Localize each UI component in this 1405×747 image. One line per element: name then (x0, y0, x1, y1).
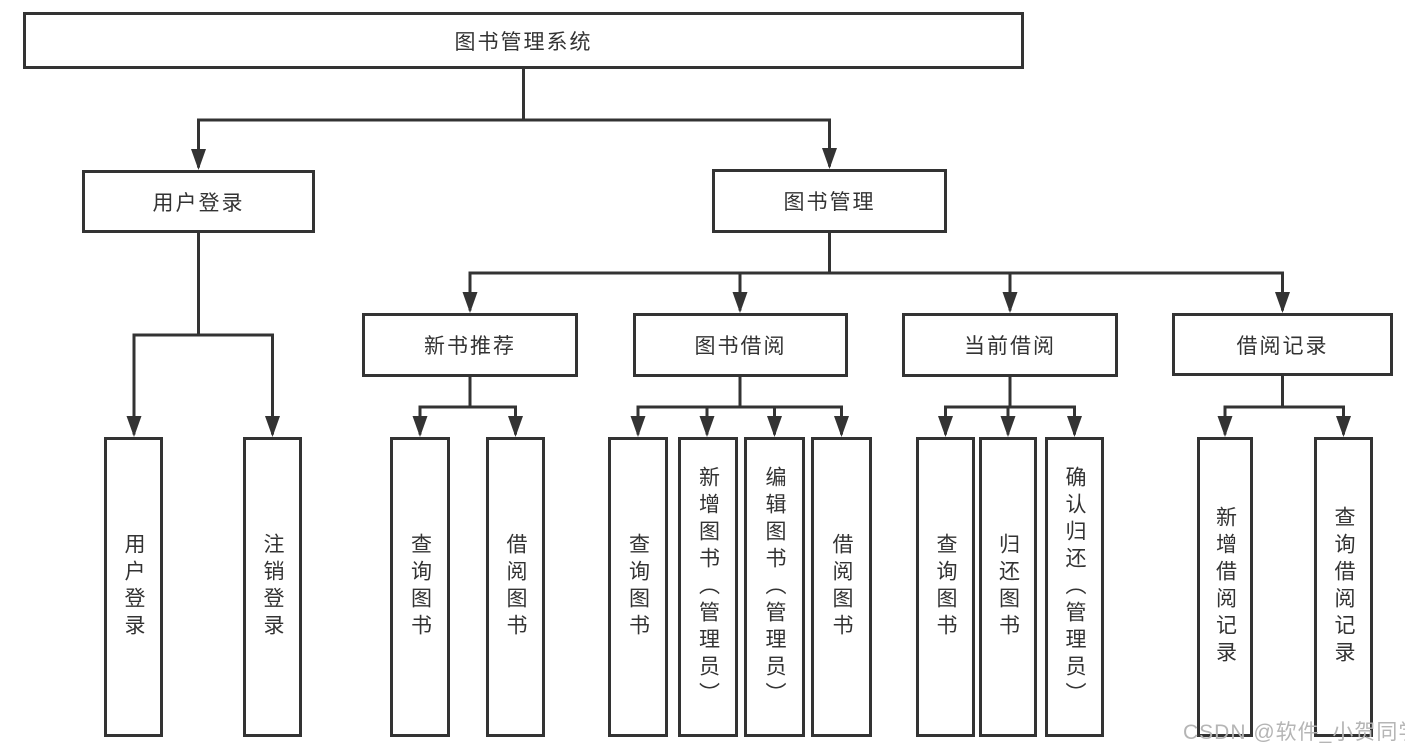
arrow-down-icon (508, 416, 523, 437)
node-search-borrow-record-label: 查询借阅记录 (1332, 506, 1355, 668)
arrow-down-icon (822, 148, 837, 169)
arrow-down-icon (1000, 416, 1016, 437)
connector-new-book-children (418, 375, 517, 435)
node-add-book-admin-label: 新增图书（管理员） (696, 465, 720, 709)
arrow-down-icon (265, 416, 280, 437)
node-user-login: 用户登录 (82, 170, 315, 233)
node-edit-book-admin: 编辑图书（管理员） (744, 437, 805, 737)
node-book-management-label: 图书管理 (783, 191, 876, 214)
node-borrow-books-2-label: 借阅图书 (830, 533, 853, 641)
arrow-down-icon (1275, 292, 1290, 313)
node-new-book-recommend-label: 新书推荐 (424, 335, 516, 358)
node-borrow-books-2: 借阅图书 (811, 437, 872, 737)
node-user-login-label: 用户登录 (152, 191, 245, 215)
node-borrow-books-1-label: 借阅图书 (504, 533, 527, 641)
node-add-book-admin: 新增图书（管理员） (678, 437, 738, 737)
node-library-system-label: 图书管理系统 (454, 30, 593, 54)
node-logout-label: 注销登录 (261, 533, 284, 641)
node-borrow-records-label: 借阅记录 (1236, 334, 1329, 358)
connector-user-login-children (132, 231, 274, 435)
node-library-system: 图书管理系统 (23, 12, 1024, 69)
arrow-down-icon (1217, 416, 1233, 437)
node-search-books-2: 查询图书 (608, 437, 668, 737)
arrow-down-icon (412, 416, 428, 437)
arrow-down-icon (1336, 416, 1351, 437)
node-search-books-2-label: 查询图书 (626, 533, 650, 641)
connector-root-to-level2 (197, 67, 831, 168)
arrow-down-icon (699, 416, 715, 437)
node-logout: 注销登录 (243, 437, 302, 737)
node-new-book-recommend: 新书推荐 (362, 313, 578, 377)
arrow-down-icon (126, 416, 142, 437)
node-search-borrow-record: 查询借阅记录 (1314, 437, 1373, 737)
connector-borrow-record-children (1223, 375, 1345, 435)
node-return-books-label: 归还图书 (996, 533, 1020, 641)
node-book-management: 图书管理 (712, 169, 947, 233)
node-search-books-3-label: 查询图书 (934, 533, 957, 641)
node-book-borrowing-label: 图书借阅 (694, 335, 787, 358)
node-add-borrow-record-label: 新增借阅记录 (1213, 506, 1237, 668)
node-borrow-books-1: 借阅图书 (486, 437, 545, 737)
arrow-down-icon (1067, 416, 1082, 437)
node-add-borrow-record: 新增借阅记录 (1197, 437, 1253, 737)
node-search-books-1: 查询图书 (390, 437, 450, 737)
csdn-watermark: CSDN @软件_小贺同学 (1183, 721, 1405, 744)
node-confirm-return-admin-label: 确认归还（管理员） (1063, 465, 1086, 709)
arrow-down-icon (732, 292, 748, 313)
node-return-books: 归还图书 (979, 437, 1037, 737)
connector-book-mgmt-children (468, 231, 1284, 311)
node-book-borrowing: 图书借阅 (633, 313, 848, 377)
node-user-login-leaf-label: 用户登录 (122, 533, 145, 641)
node-borrow-records: 借阅记录 (1172, 313, 1393, 376)
arrowheads (126, 148, 1351, 437)
arrow-down-icon (834, 416, 849, 437)
node-confirm-return-admin: 确认归还（管理员） (1045, 437, 1104, 737)
arrow-down-icon (630, 416, 646, 437)
arrow-down-icon (462, 292, 478, 313)
node-user-login-leaf: 用户登录 (104, 437, 163, 737)
arrow-down-icon (938, 416, 953, 437)
node-edit-book-admin-label: 编辑图书（管理员） (763, 465, 786, 709)
arrow-down-icon (191, 149, 206, 170)
arrow-down-icon (1002, 292, 1018, 313)
node-search-books-3: 查询图书 (916, 437, 975, 737)
connector-book-borrow-children (636, 375, 843, 435)
node-search-books-1-label: 查询图书 (408, 533, 432, 641)
arrow-down-icon (767, 416, 782, 437)
node-current-borrowing: 当前借阅 (902, 313, 1118, 377)
node-current-borrowing-label: 当前借阅 (964, 335, 1056, 358)
